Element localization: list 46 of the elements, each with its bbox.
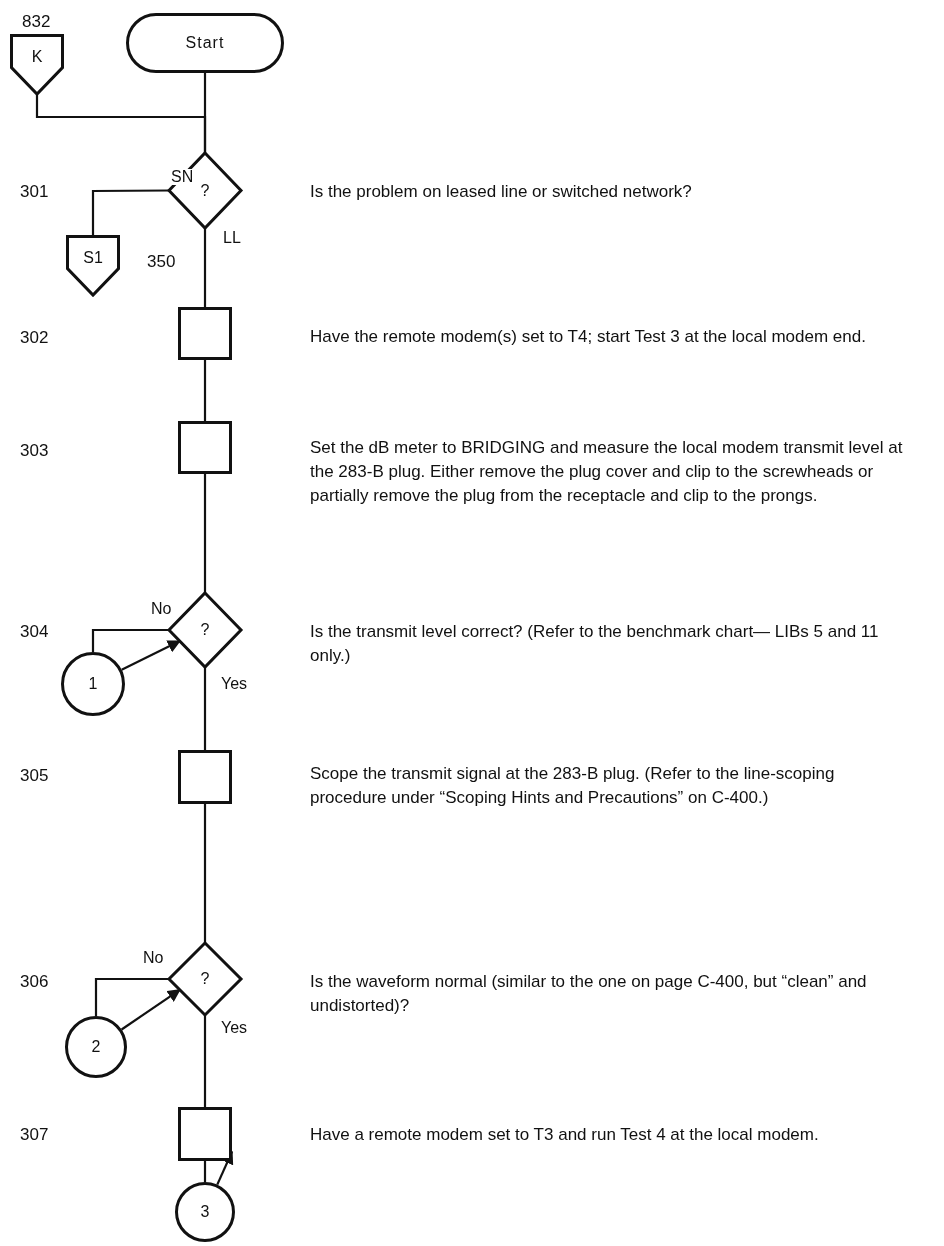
step-description: Scope the transmit signal at the 283-B plug. (Refer to the line-scoping procedure under “Scoping Hints and Precautions” on C-400.): [310, 763, 836, 810]
step-description: Is the waveform normal (similar to the one on page C-400, but “clean” and undistorted)?: [310, 971, 868, 1018]
connector-circle: 2: [65, 1016, 127, 1078]
step-description: Have the remote modem(s) set to T4; start Test 3 at the local modem end.: [310, 326, 867, 348]
connector-line: [203, 804, 207, 943]
step-description: Is the problem on leased line or switched network?: [310, 181, 693, 203]
edge-label: Yes: [220, 1020, 249, 1036]
connector-circle: 1: [61, 652, 125, 716]
edge-label: SN: [170, 169, 195, 185]
start-terminal: Start: [126, 13, 284, 73]
step-description: Is the transmit level correct? (Refer to the benchmark chart— LIBs 5 and 11 only.): [310, 621, 880, 668]
process-box: [178, 1107, 232, 1161]
connector-line: [203, 228, 207, 307]
arrow: [121, 640, 181, 671]
step-number: 302: [20, 327, 50, 349]
step-number: 303: [20, 440, 50, 462]
step-description: Set the dB meter to BRIDGING and measure the local modem transmit level at the 283-B plug. Either remove the plug cover and clip to the screwheads or partially remove the plug from the receptacle and clip to the prongs.: [310, 437, 904, 508]
edge-label: LL: [222, 230, 242, 246]
connector-line: [203, 360, 207, 421]
connector-line: [203, 73, 207, 153]
process-box: [178, 307, 232, 360]
arrow: [121, 988, 181, 1031]
connector-line: [203, 1015, 207, 1107]
connector-line: [91, 628, 169, 652]
step-number: 301: [20, 181, 50, 203]
reference-number: 350: [147, 251, 177, 273]
connector-line: [91, 189, 169, 235]
offpage-connector: K: [10, 34, 64, 95]
edge-label: No: [142, 950, 165, 966]
offpage-connector: S1: [66, 235, 120, 296]
step-number: 306: [20, 971, 50, 993]
edge-label: No: [150, 601, 173, 617]
process-box: [178, 421, 232, 474]
connector-line: [94, 977, 169, 1016]
reference-number: 832: [22, 11, 52, 33]
decision-diamond: ?: [169, 943, 241, 1015]
edge-label: Yes: [220, 676, 249, 692]
connector-line: [203, 474, 207, 593]
step-number: 307: [20, 1124, 50, 1146]
connector-line: [203, 1161, 207, 1182]
connector-circle: 3: [175, 1182, 235, 1242]
process-box: [178, 750, 232, 804]
step-number: 304: [20, 621, 50, 643]
step-description: Have a remote modem set to T3 and run Test 4 at the local modem.: [310, 1124, 820, 1146]
step-number: 305: [20, 765, 50, 787]
connector-line: [203, 667, 207, 750]
